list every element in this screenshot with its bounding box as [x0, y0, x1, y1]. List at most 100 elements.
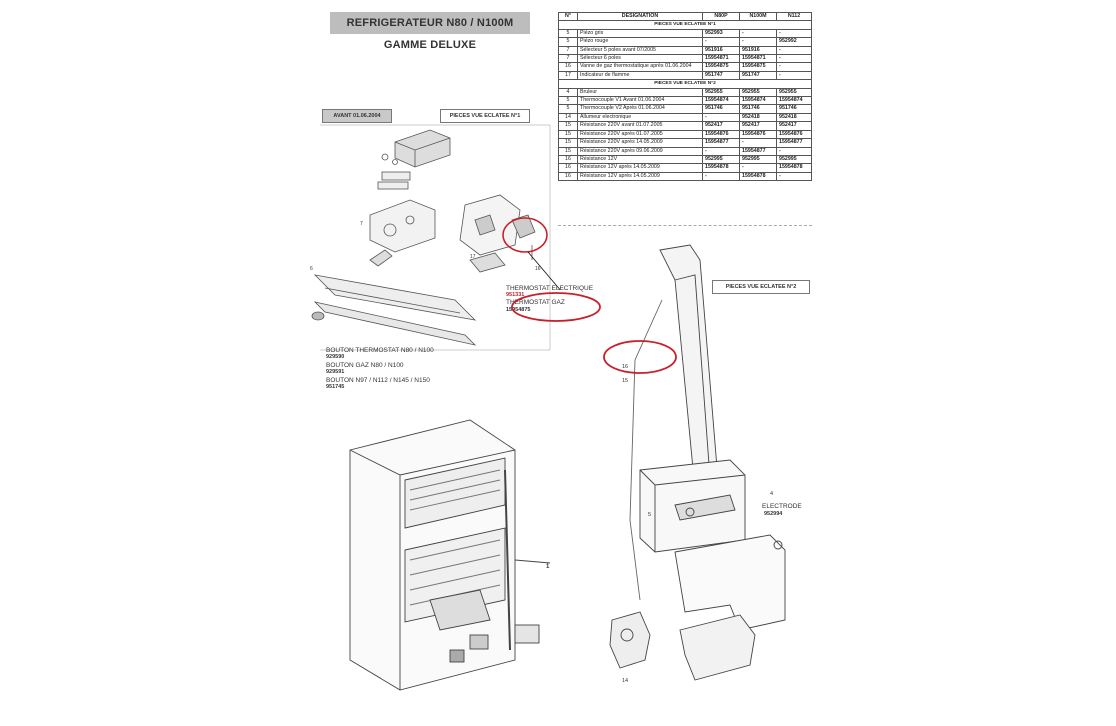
cell-n112: 15954876: [776, 129, 812, 140]
cell-number: 7: [558, 54, 578, 64]
section-label: PIECES VUE ECLATEE N°2: [558, 79, 812, 89]
col-n80p: N80P: [702, 11, 740, 22]
cell-designation: Piézo rouge: [577, 37, 703, 47]
cell-designation: Allumeur electronique: [577, 112, 703, 123]
cell-designation: Résistance 12V: [577, 154, 703, 165]
cell-n80p: 951916: [702, 45, 740, 56]
cell-n112: 952955: [776, 87, 812, 98]
cell-designation: Thermocouple V1 Avant 01.06.2004: [577, 96, 703, 106]
cell-n100m: 15954874: [739, 96, 777, 106]
cell-n80p: 15954877: [702, 138, 740, 148]
table-section-header: PIECES VUE ECLATEE N°1: [558, 20, 812, 30]
cell-designation: Résistance 220V après 01.07.2005: [577, 129, 703, 140]
cell-n112: 951746: [776, 104, 812, 114]
cell-designation: Résistance 220V après 14.05.2009: [577, 138, 703, 148]
cell-number: 16: [558, 62, 578, 72]
cell-n80p: -: [702, 171, 740, 182]
cell-n112: 952418: [776, 112, 812, 123]
table-section-header: PIECES VUE ECLATEE N°2: [558, 79, 812, 89]
cell-n100m: -: [739, 163, 777, 173]
cell-number: 16: [558, 163, 578, 173]
view2-callout-15: 15: [622, 378, 628, 384]
knob-thermostat-label: BOUTON THERMOSTAT N80 / N100: [326, 347, 434, 354]
cell-n80p: -: [702, 37, 740, 47]
cell-n100m: 952995: [739, 154, 777, 165]
cell-designation: Sélecteur 6 poles: [577, 54, 703, 64]
highlight-gaz-ellipse: [511, 292, 601, 322]
cell-designation: Vanne de gaz thermostatique après 01.06.…: [577, 62, 703, 72]
thermostat-gaz-code: 15954875: [506, 307, 531, 313]
cell-designation: Résistance 220V après 09.06.2009: [577, 146, 703, 156]
cell-n100m: 951746: [739, 104, 777, 114]
electrode-code: 952994: [764, 511, 783, 517]
col-designation: DESIGNATION: [577, 11, 703, 22]
highlight-resistance-ellipse: [603, 340, 677, 374]
cell-n80p: 951747: [702, 70, 740, 81]
cell-designation: Sélecteur 5 poles avant 07/2005: [577, 45, 703, 56]
parts-table-header: N° DESIGNATION N80P N100M N112: [558, 11, 812, 22]
table-divider: [558, 225, 812, 226]
view2-callout-14: 14: [622, 678, 628, 684]
cell-number: 16: [558, 154, 578, 165]
cell-number: 16: [558, 171, 578, 182]
exploded-view-2: 16 15 4 5 14: [603, 244, 786, 684]
cell-n100m: -: [739, 138, 777, 148]
col-number: N°: [558, 11, 578, 22]
view1-section-label: PIECES VUE ECLATEE N°1: [440, 109, 530, 123]
cell-n80p: -: [702, 112, 740, 123]
cell-n80p: 15954875: [702, 62, 740, 72]
cell-n80p: 952955: [702, 87, 740, 98]
cell-n100m: 952418: [739, 112, 777, 123]
cell-number: 4: [558, 87, 578, 98]
cell-n100m: 15954876: [739, 129, 777, 140]
cell-n112: -: [776, 70, 812, 81]
col-n100m: N100M: [739, 11, 777, 22]
cell-number: 15: [558, 121, 578, 131]
electrode-label: ELECTRODE: [762, 503, 802, 510]
cell-n80p: 15954878: [702, 163, 740, 173]
cell-number: 15: [558, 146, 578, 156]
cell-n112: -: [776, 146, 812, 156]
thermostat-electrique-code: 951331: [506, 292, 525, 298]
cell-n80p: 15954876: [702, 129, 740, 140]
cell-n112: -: [776, 171, 812, 182]
cell-number: 14: [558, 112, 578, 123]
exploded-view-1: 7 6 17 16: [310, 124, 560, 351]
cell-n100m: 951747: [739, 70, 777, 81]
callout-7: 7: [360, 221, 363, 227]
knob-gaz-label: BOUTON GAZ N80 / N100: [326, 362, 404, 369]
cell-designation: Bruleur: [577, 87, 703, 98]
cell-n80p: 952417: [702, 121, 740, 131]
callout-6: 6: [310, 266, 313, 272]
cell-designation: Résistance 12V après 14.05.2009: [577, 171, 703, 182]
document-title: REFRIGERATEUR N80 / N100M GAMME DELUXE: [330, 12, 530, 51]
cell-designation: Thermocouple V2 Après 01.06.2004: [577, 104, 703, 114]
parts-table: N° DESIGNATION N80P N100M N112 PIECES VU…: [558, 11, 812, 182]
highlight-thermostat-circle: [502, 217, 548, 253]
cell-number: 15: [558, 129, 578, 140]
cell-number: 7: [558, 45, 578, 56]
knob-gaz-code: 929591: [326, 369, 345, 375]
cell-n80p: 952993: [702, 28, 740, 39]
cell-n100m: 15954877: [739, 146, 777, 156]
cell-n112: 15954874: [776, 96, 812, 106]
cell-n100m: -: [739, 28, 777, 39]
cell-n80p: 952995: [702, 154, 740, 165]
cell-number: 17: [558, 70, 578, 81]
cell-n112: -: [776, 45, 812, 56]
cell-n80p: 951746: [702, 104, 740, 114]
